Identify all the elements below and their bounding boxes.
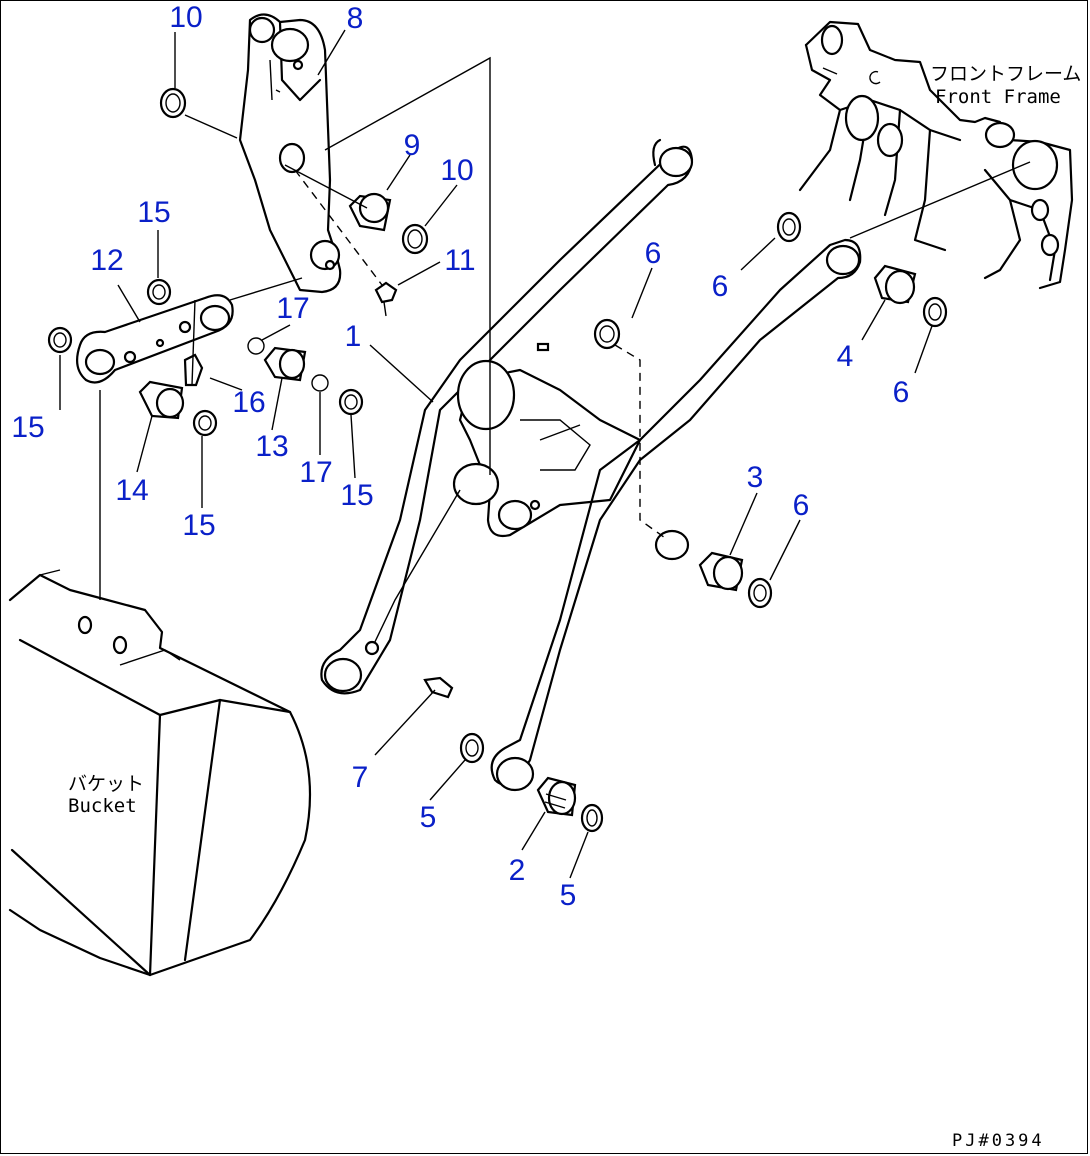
- part-labels: フロントフレーム Front Frame バケット Bucket PJ#0394: [68, 63, 1081, 1151]
- callout-numbers: 10 8 9 10 11 15 12 17 1 6 6 4 6 15 16 13…: [11, 1, 909, 912]
- callout-2: 2: [509, 854, 526, 887]
- callout-17: 17: [299, 456, 332, 489]
- callout-10: 10: [169, 1, 202, 34]
- callout-4: 4: [837, 340, 854, 373]
- seal-15-upper: [146, 278, 172, 306]
- seal-15-left: [47, 326, 73, 354]
- callout-5: 5: [420, 801, 437, 834]
- front-frame-label-en: Front Frame: [935, 86, 1061, 108]
- seal-5-lower: [580, 803, 604, 833]
- callout-8: 8: [347, 2, 364, 35]
- callout-10: 10: [440, 154, 473, 187]
- ring-17-lower: [311, 374, 329, 392]
- callout-6: 6: [793, 489, 810, 522]
- callout-15: 15: [340, 479, 373, 512]
- boom-arm: [320, 138, 862, 792]
- drawing-code: PJ#0394: [952, 1131, 1045, 1151]
- callout-13: 13: [255, 430, 288, 463]
- seal-6-middle: [593, 318, 621, 350]
- callout-7: 7: [352, 761, 369, 794]
- grease-fitting-7: [423, 676, 454, 699]
- seal-10-right: [401, 223, 429, 255]
- callout-15: 15: [137, 196, 170, 229]
- small-parts: [47, 87, 948, 833]
- seal-6-upper: [776, 211, 802, 243]
- seal-5-upper: [459, 732, 485, 764]
- callout-3: 3: [747, 461, 764, 494]
- callout-5: 5: [560, 879, 577, 912]
- bucket-label-en: Bucket: [68, 795, 137, 817]
- seal-15-right: [338, 388, 364, 416]
- callout-6: 6: [712, 270, 729, 303]
- callout-6: 6: [893, 376, 910, 409]
- leader-lines: [59, 29, 1031, 879]
- callout-12: 12: [90, 244, 123, 277]
- callout-1: 1: [345, 320, 362, 353]
- seal-15-lower: [192, 409, 218, 437]
- seal-6-right: [922, 296, 948, 328]
- seal-6-lower: [747, 577, 773, 609]
- callout-6: 6: [645, 237, 662, 270]
- grease-fitting-11: [374, 281, 398, 304]
- bucket-label-jp: バケット: [68, 773, 144, 795]
- callout-15: 15: [182, 509, 215, 542]
- front-frame: [798, 20, 1074, 290]
- callout-15: 15: [11, 411, 44, 444]
- seal-10-upper: [159, 87, 187, 119]
- callout-17: 17: [276, 292, 309, 325]
- front-frame-label-jp: フロントフレーム: [930, 63, 1081, 85]
- callout-16: 16: [232, 386, 265, 419]
- callout-9: 9: [404, 129, 421, 162]
- bucket-link: [75, 294, 234, 384]
- bell-crank: [238, 13, 342, 294]
- callout-14: 14: [115, 474, 148, 507]
- ring-17-upper: [247, 337, 265, 355]
- bucket: [8, 569, 312, 977]
- callout-11: 11: [444, 244, 475, 277]
